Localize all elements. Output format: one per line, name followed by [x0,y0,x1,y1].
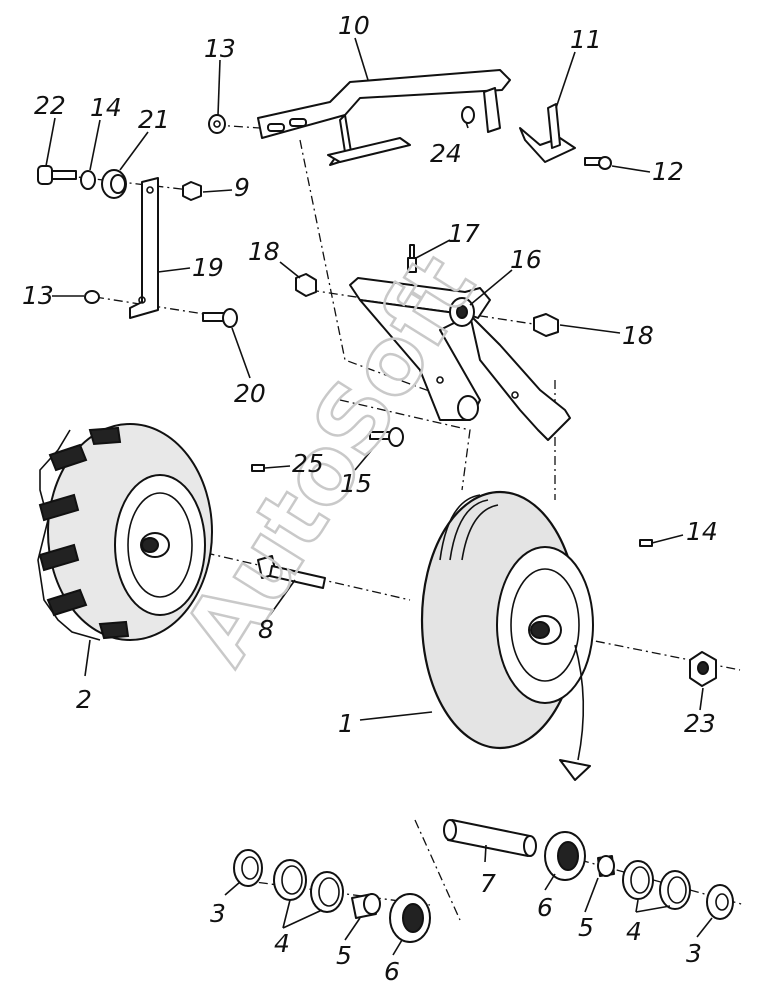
label-part-3-right: 3 [686,939,702,968]
nipple-part-25 [251,464,265,472]
label-part-3-left: 3 [210,899,226,928]
washer-part-13-left [84,290,100,304]
label-part-24: 24 [430,139,462,168]
label-part-14-right: 14 [686,517,718,546]
part-labels: 10 11 12 13 24 22 14 21 9 19 13 20 17 16… [22,11,718,986]
bolt-part-12 [584,156,612,170]
seal-rings-part-4-right [622,860,691,910]
bearing-part-6-right [544,831,586,881]
seal-rings-part-4-left [273,859,344,913]
label-part-6-right: 6 [537,893,553,922]
label-part-19: 19 [192,253,224,282]
label-part-25: 25 [292,449,324,478]
washer-part-14-left [80,170,96,190]
bolt-part-22 [37,165,77,185]
clip-part-11 [519,103,576,163]
leader-lines [45,37,713,956]
fork-arm-part-16 [349,277,571,441]
cap-part-3-left [233,849,263,887]
label-part-15: 15 [340,469,372,498]
label-part-1: 1 [338,709,354,738]
spacer-part-5-right [597,855,615,877]
nut-part-23 [689,651,717,687]
label-part-22: 22 [34,91,66,120]
label-part-5-right: 5 [578,913,594,942]
nut-part-18-right [533,313,559,337]
bushing-part-21 [101,169,127,199]
label-part-20: 20 [234,379,266,408]
label-part-9: 9 [234,173,250,202]
bracket-frame-part-10 [257,69,511,166]
label-part-10: 10 [338,11,370,40]
label-part-21: 21 [138,105,170,134]
bolt-part-20 [202,308,238,328]
label-part-7: 7 [480,869,496,898]
washer-part-13-top [208,114,226,134]
spacer-part-5-left [351,893,381,919]
axle-bolt-part-8 [257,555,326,589]
label-part-11: 11 [570,25,602,54]
label-part-18-left: 18 [248,237,280,266]
label-part-13-left: 13 [22,281,54,310]
label-part-16: 16 [510,245,542,274]
label-part-14-left: 14 [90,93,122,122]
label-part-4-right: 4 [626,917,642,946]
nut-part-9 [182,181,202,201]
label-part-23: 23 [684,709,716,738]
smooth-wheel-part-1 [420,490,594,781]
washer-hole [213,120,221,128]
label-part-4-left: 4 [274,929,290,958]
link-bar-part-19 [129,177,159,319]
axle-shaft-part-7 [443,819,537,857]
label-part-8: 8 [258,615,274,644]
label-part-2: 2 [76,685,92,714]
nut-part-18-left [295,273,317,297]
label-part-18-right: 18 [622,321,654,350]
label-part-6-left: 6 [384,957,400,986]
washer-part-14-right [639,539,653,547]
label-part-13-top: 13 [204,34,236,63]
bolt-part-15 [369,427,404,447]
cap-part-3-right [706,884,734,920]
label-part-17: 17 [448,219,480,248]
lug-wheel-part-2 [37,423,213,641]
nut-part-24 [461,106,475,124]
grease-nipple-part-17 [407,244,417,273]
label-part-5-left: 5 [336,941,352,970]
label-part-12: 12 [652,157,684,186]
bearing-part-6-left [389,893,431,943]
